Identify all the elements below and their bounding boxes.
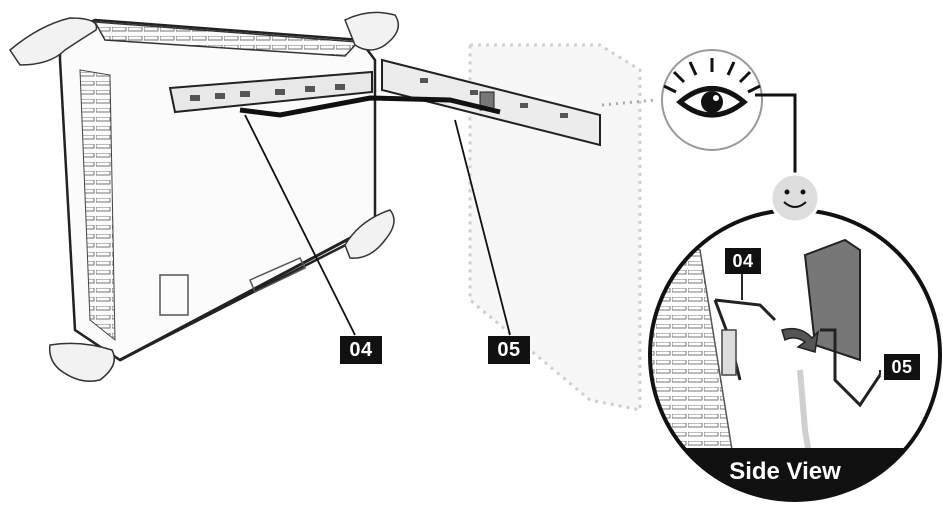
hand-bottom-left — [48, 342, 115, 382]
hand-top-right — [344, 11, 400, 51]
hand-top-left — [9, 17, 98, 66]
sight-line — [601, 98, 656, 107]
side-view-caption: Side View — [729, 458, 841, 485]
mounting-path — [239, 95, 501, 118]
detail-label-04: 04 — [725, 248, 761, 274]
label-05: 05 — [488, 336, 530, 364]
leader-05 — [454, 119, 511, 336]
label-04: 04 — [340, 336, 382, 364]
smiley-icon — [769, 172, 821, 224]
curved-arrow-icon — [781, 327, 820, 353]
detail-label-05: 05 — [884, 354, 920, 380]
heater-body — [58, 18, 377, 362]
eye-connector — [755, 93, 797, 180]
leader-04 — [244, 114, 356, 336]
heater-bracket — [168, 70, 373, 114]
side-view-detail — [648, 208, 942, 502]
hands — [9, 11, 400, 382]
wall-bracket — [381, 58, 601, 147]
hand-middle-right — [344, 209, 395, 259]
eye-icon — [661, 49, 763, 151]
